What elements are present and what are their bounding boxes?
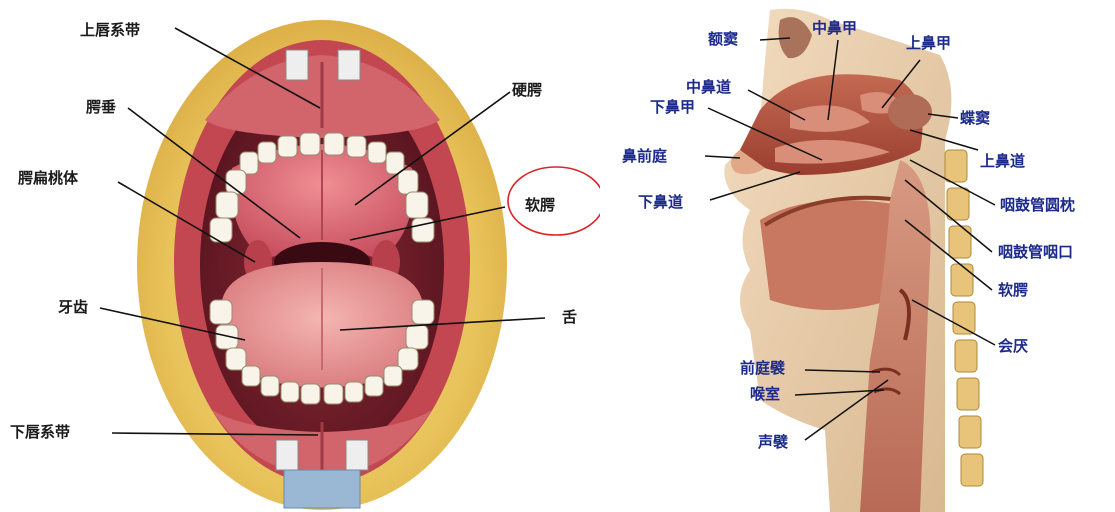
label-inferior-meatus: 下鼻道 (638, 193, 683, 211)
oral-cavity-illustration: 上唇系带 腭垂 硬腭 腭扁桃体 软腭 牙齿 舌 下唇系带 (0, 0, 600, 512)
label-laryngeal-ventricle: 喉室 (750, 385, 780, 403)
label-vocal-fold: 声襞 (757, 433, 788, 451)
retractor-lower-right (346, 440, 368, 470)
label-soft-palate: 软腭 (525, 196, 555, 214)
label-superior-meatus: 上鼻道 (980, 152, 1025, 170)
label-middle-meatus: 中鼻道 (686, 78, 731, 96)
retractor-upper-right (338, 50, 360, 80)
label-palatine-tonsil: 腭扁桃体 (18, 169, 79, 187)
retractor-lower-left (276, 440, 298, 470)
vertebral-column (945, 150, 983, 486)
label-hard-palate: 硬腭 (512, 81, 542, 99)
label-pharyngeal-opening-eustachian: 咽鼓管咽口 (998, 243, 1073, 261)
label-sphenoid-sinus: 蝶窦 (960, 109, 990, 127)
oral-cavity-panel: 上唇系带 腭垂 硬腭 腭扁桃体 软腭 牙齿 舌 下唇系带 (0, 0, 600, 512)
label-middle-concha: 中鼻甲 (812, 19, 857, 37)
nasopharynx-panel: 额窦 中鼻甲 上鼻甲 中鼻道 下鼻甲 蝶窦 鼻前庭 上鼻道 下鼻道 咽鼓管圆枕 … (600, 0, 1115, 512)
retractor-upper-left (286, 50, 308, 80)
sphenoid-sinus-shape (888, 94, 932, 130)
label-superior-concha: 上鼻甲 (906, 34, 951, 52)
label-inferior-concha: 下鼻甲 (650, 98, 695, 116)
label-uvula: 腭垂 (86, 98, 116, 116)
label-nasal-vestibule: 鼻前庭 (622, 147, 668, 165)
label-lower-lip-frenulum: 下唇系带 (10, 423, 70, 441)
label-teeth: 牙齿 (58, 298, 88, 316)
label-vestibular-fold: 前庭襞 (740, 359, 785, 377)
retractor-clamp (284, 470, 360, 508)
label-soft-palate-sagittal: 软腭 (998, 281, 1028, 299)
label-epiglottis: 会厌 (998, 337, 1028, 355)
nasopharynx-illustration: 额窦 中鼻甲 上鼻甲 中鼻道 下鼻甲 蝶窦 鼻前庭 上鼻道 下鼻道 咽鼓管圆枕 … (600, 0, 1115, 512)
label-torus-tubarius: 咽鼓管圆枕 (1000, 196, 1075, 214)
label-tongue: 舌 (562, 308, 577, 326)
label-frontal-sinus: 额窦 (708, 30, 738, 48)
label-upper-lip-frenulum: 上唇系带 (80, 21, 140, 39)
